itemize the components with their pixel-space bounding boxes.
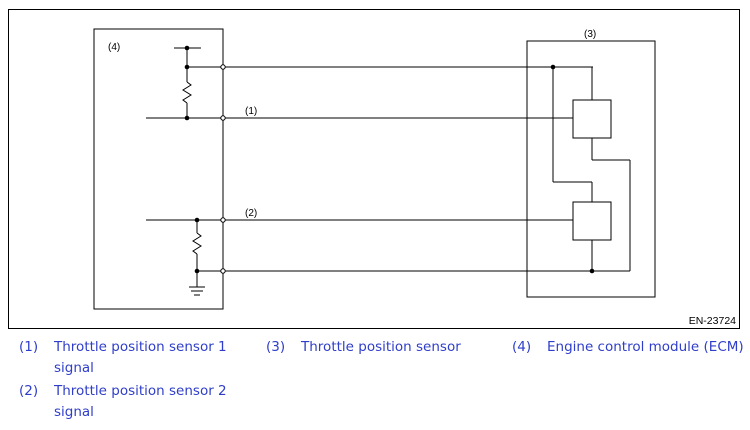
legend-text: Engine control module (ECM) (547, 339, 744, 355)
sensor-element-1 (572, 99, 612, 139)
ecm-label: (4) (108, 42, 120, 53)
legend-text: Throttle position sensor (301, 339, 461, 355)
legend-text-line1: Throttle position sensor 1 (54, 339, 227, 355)
sensor-label: (3) (584, 29, 596, 40)
legend-number: (3) (266, 339, 286, 355)
legend-item-4: (4) Engine control module (ECM) (512, 337, 748, 358)
legend-item-3: (3) Throttle position sensor (266, 337, 496, 358)
sensor-box (526, 40, 656, 298)
legend-item-2: (2) Throttle position sensor 2 signal (19, 381, 259, 423)
sensor-element-2 (572, 201, 612, 241)
figure-id: EN-23724 (689, 315, 736, 327)
legend-number: (2) (19, 383, 39, 399)
legend-text-line1: Throttle position sensor 2 (54, 383, 227, 399)
legend-number: (4) (512, 339, 532, 355)
signal1-label: (1) (245, 106, 257, 117)
legend-number: (1) (19, 339, 39, 355)
legend-text: Throttle position sensor 2 signal (54, 381, 227, 423)
ecm-box (93, 28, 224, 310)
signal2-label: (2) (245, 208, 257, 219)
legend-text: Throttle position sensor 1 signal (54, 337, 227, 379)
legend-item-1: (1) Throttle position sensor 1 signal (19, 337, 259, 379)
legend-text-line2: signal (54, 404, 94, 420)
legend-text-line2: signal (54, 360, 94, 376)
junction-dots (184, 45, 595, 274)
wires (146, 47, 631, 309)
diagram-border (8, 9, 740, 329)
wiring-diagram: (4) (3) (8, 9, 740, 329)
connector-terminals (220, 64, 226, 274)
